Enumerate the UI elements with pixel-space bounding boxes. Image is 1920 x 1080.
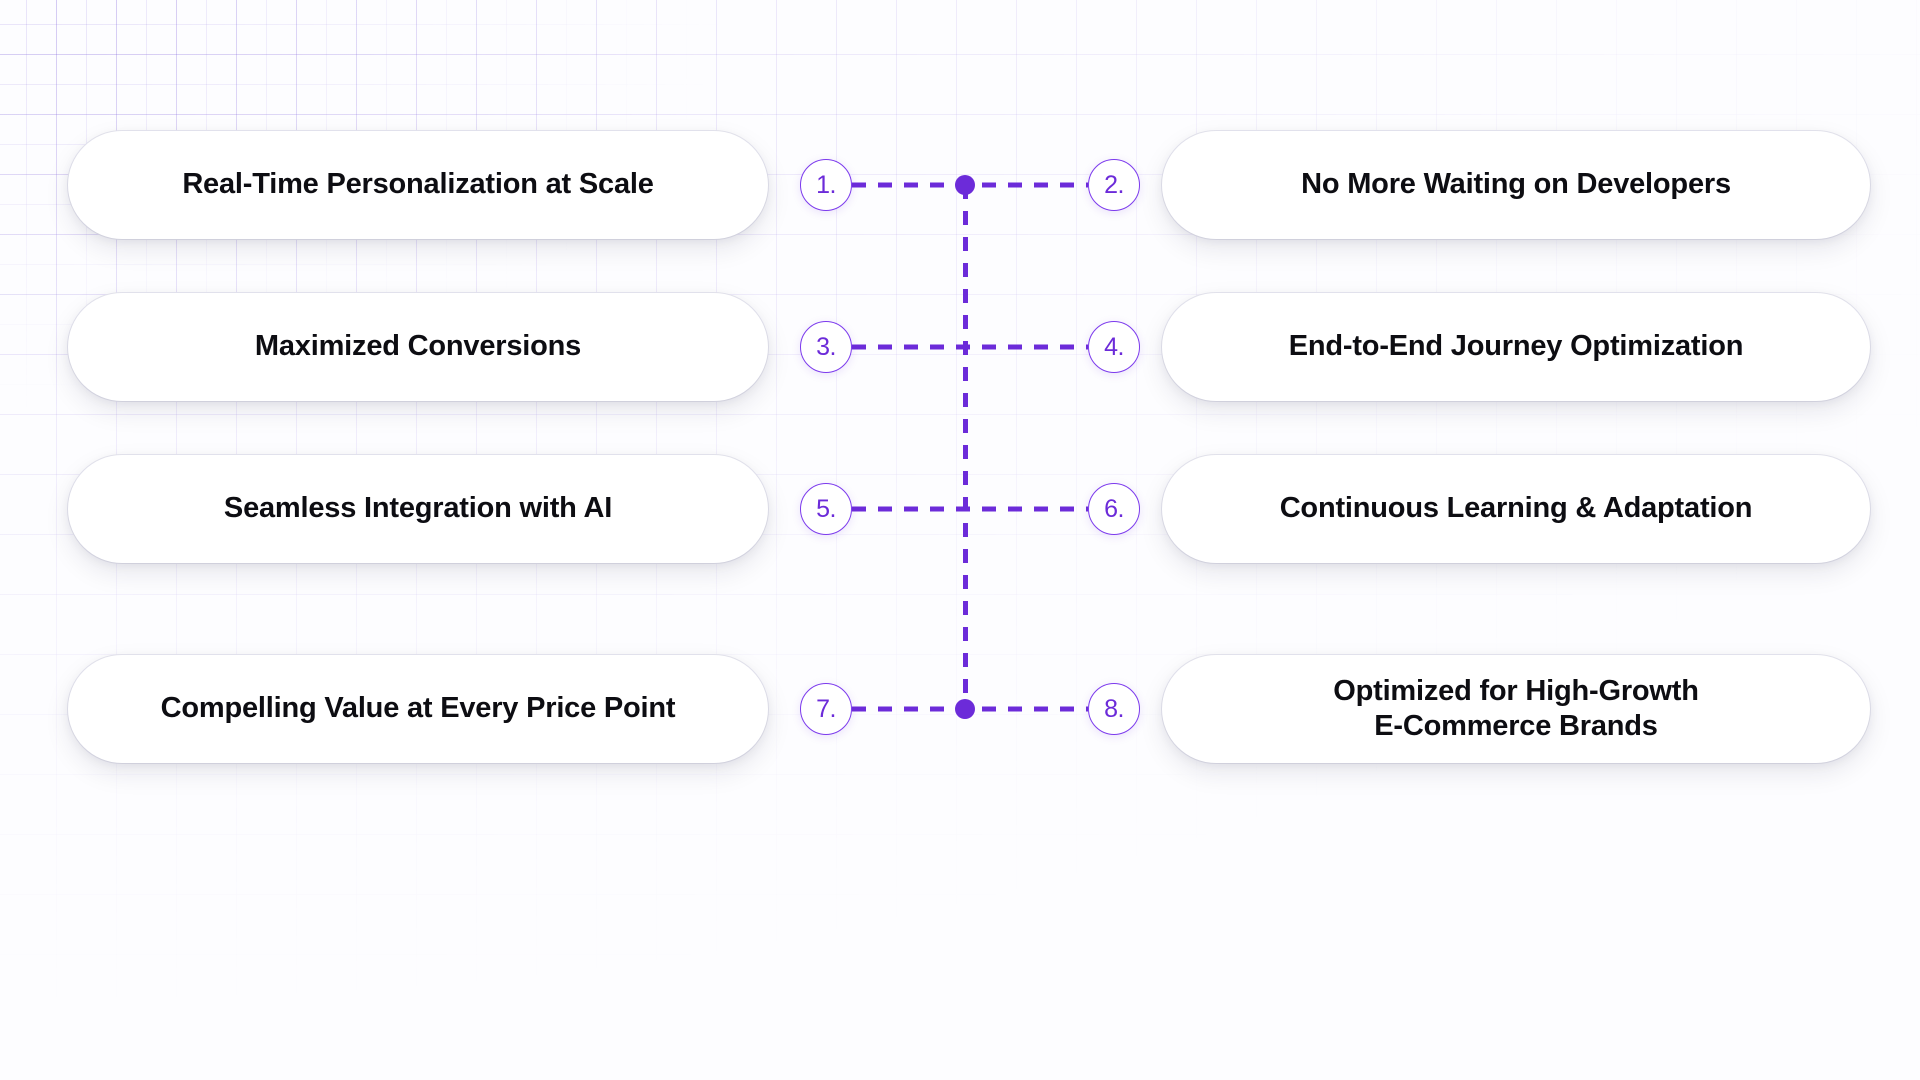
vertical-connector-line	[963, 185, 968, 709]
feature-card-label: Optimized for High-Growth E-Commerce Bra…	[1333, 674, 1699, 742]
horizontal-dashed-line	[852, 344, 1088, 350]
row-connector: 3. 4.	[800, 293, 1140, 401]
feature-card-label: End-to-End Journey Optimization	[1288, 330, 1744, 363]
diagram-row: Compelling Value at Every Price Point 7.…	[0, 655, 1920, 763]
feature-card-label: Compelling Value at Every Price Point	[160, 692, 676, 725]
feature-card-label: Seamless Integration with AI	[223, 492, 613, 525]
horizontal-dashed-line	[852, 506, 1088, 512]
feature-card-label: Real-Time Personalization at Scale	[182, 168, 654, 201]
feature-card-left[interactable]: Compelling Value at Every Price Point	[68, 655, 768, 763]
step-marker-1[interactable]: 1.	[800, 159, 852, 211]
feature-card-left[interactable]: Maximized Conversions	[68, 293, 768, 401]
step-marker-6[interactable]: 6.	[1088, 483, 1140, 535]
junction-node-bottom	[955, 699, 975, 719]
step-marker-3[interactable]: 3.	[800, 321, 852, 373]
feature-card-right[interactable]: No More Waiting on Developers	[1162, 131, 1870, 239]
feature-card-label: No More Waiting on Developers	[1301, 168, 1731, 201]
step-marker-8[interactable]: 8.	[1088, 683, 1140, 735]
feature-card-right[interactable]: Continuous Learning & Adaptation	[1162, 455, 1870, 563]
step-marker-7[interactable]: 7.	[800, 683, 852, 735]
step-marker-2[interactable]: 2.	[1088, 159, 1140, 211]
row-connector: 5. 6.	[800, 455, 1140, 563]
diagram-row: Seamless Integration with AI 5. 6. Conti…	[0, 455, 1920, 563]
diagram-row: Real-Time Personalization at Scale 1. 2.…	[0, 131, 1920, 239]
feature-card-label: Continuous Learning & Adaptation	[1279, 492, 1753, 525]
diagram-row: Maximized Conversions 3. 4. End-to-End J…	[0, 293, 1920, 401]
feature-card-right[interactable]: Optimized for High-Growth E-Commerce Bra…	[1162, 655, 1870, 763]
step-marker-4[interactable]: 4.	[1088, 321, 1140, 373]
feature-card-right[interactable]: End-to-End Journey Optimization	[1162, 293, 1870, 401]
feature-card-left[interactable]: Real-Time Personalization at Scale	[68, 131, 768, 239]
step-marker-5[interactable]: 5.	[800, 483, 852, 535]
feature-card-left[interactable]: Seamless Integration with AI	[68, 455, 768, 563]
feature-card-label: Maximized Conversions	[254, 330, 582, 363]
junction-node-top	[955, 175, 975, 195]
